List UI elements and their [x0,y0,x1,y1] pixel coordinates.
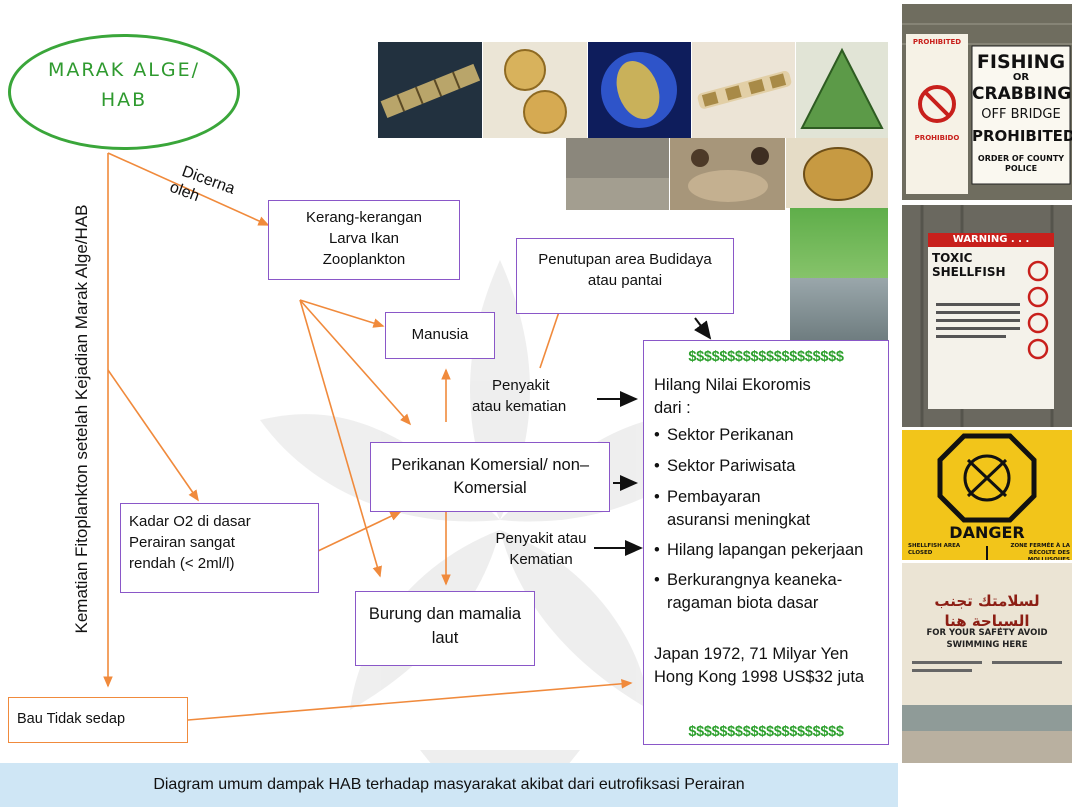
eco-item: Sektor Perikanan [654,424,884,447]
sign-or: OR [972,72,1070,83]
toxic-shellfish-sign: WARNING . . . TOXIC SHELLFISH [902,205,1072,427]
sign-crabbing: CRABBING [972,84,1070,104]
dollars-top: $$$$$$$$$$$$$$$$$$$$ [644,346,888,369]
perikanan-line2: Komersial [371,477,609,500]
eco-japan: Japan 1972, 71 Milyar Yen [654,643,884,666]
box-bau: Bau Tidak sedap [8,697,188,743]
sign-arabic: لسلامتك تجنب السباحة هنا [906,591,1068,631]
kadar-line2: Perairan sangat [129,532,318,553]
kerang-line3: Zooplankton [269,249,459,270]
penyakit1-line2: atau kematian [472,396,607,417]
box-kerang: Kerang-kerangan Larva Ikan Zooplankton [268,200,460,280]
sign-danger: DANGER [902,524,1072,542]
sea-photo [790,278,888,340]
eco-title1: Hilang Nilai Ekoromis [654,374,884,397]
box-burung: Burung dan mamalia laut [355,591,535,666]
eco-item-cont: ragaman biota dasar [654,592,884,615]
sign-warning: WARNING . . . [928,234,1054,246]
microalgae-photo-3 [588,42,691,138]
kadar-line1: Kadar O2 di dasar [129,511,318,532]
microalgae-photo-2 [483,42,587,138]
burung-line1: Burung dan mamalia [356,602,534,626]
eco-item: Pembayaran [654,486,884,509]
sign-shellfish: SHELLFISH [932,265,1022,279]
beach-photo [566,138,669,210]
penyakit2-line1: Penyakit atau [476,528,606,549]
kadar-line3: rendah (< 2ml/l) [129,553,318,574]
sign-avoid-swimming: FOR YOUR SAFETY AVOID SWIMMING HERE [906,627,1068,651]
penyakit-label-1: Penyakit atau kematian [472,375,607,417]
fishing-prohibited-sign: PROHIBITED PROHIBIDO FISHING OR CRABBING… [902,4,1072,200]
microalgae-photo-1 [378,42,482,138]
green-water-photo [790,208,888,278]
box-penutupan: Penutupan area Budidaya atau pantai [516,238,734,314]
penyakit1-line1: Penyakit [472,375,607,396]
kerang-line1: Kerang-kerangan [269,207,459,228]
box-kadar: Kadar O2 di dasar Perairan sangat rendah… [120,503,319,593]
eco-item: Berkurangnya keaneka- [654,569,884,592]
eco-item: Hilang lapangan pekerjaan [654,539,884,562]
danger-sign: DANGER SHELLFISH AREA CLOSED ZONE FERMÉE… [902,430,1072,560]
sign-county: ORDER OF COUNTY POLICE [972,154,1070,174]
people-photo [670,138,785,210]
kerang-line2: Larva Ikan [269,228,459,249]
penutupan-line1: Penutupan area Budidaya [517,249,733,270]
burung-line2: laut [356,626,534,650]
box-manusia: Manusia [385,312,495,359]
box-perikanan: Perikanan Komersial/ non– Komersial [370,442,610,512]
avoid-swimming-sign: لسلامتك تجنب السباحة هنا FOR YOUR SAFETY… [902,563,1072,763]
economic-loss-box: $$$$$$$$$$$$$$$$$$$$ Hilang Nilai Ekorom… [643,340,889,745]
footer-caption: Diagram umum dampak HAB terhadap masyara… [0,763,898,807]
eco-item-cont: asuransi meningkat [654,509,884,532]
sign-off-bridge: OFF BRIDGE [972,107,1070,123]
penyakit2-line2: Kematian [476,549,606,570]
penutupan-line2: atau pantai [517,270,733,291]
microalgae-photo-6 [786,138,888,208]
sign-small-1: PROHIBITED [908,38,966,46]
sign-area-closed: SHELLFISH AREA CLOSED [908,543,984,557]
sign-zone-fermee: ZONE FERMÉE À LA RÉCOLTE DES MOLLUSQUES [994,543,1070,560]
dollars-bottom: $$$$$$$$$$$$$$$$$$$$ [644,721,888,744]
eco-title2: dari : [654,397,884,420]
sign-small-2: PROHIBIDO [908,134,966,142]
perikanan-line1: Perikanan Komersial/ non– [371,454,609,477]
microalgae-photo-4 [692,42,795,138]
sign-fishing: FISHING [972,52,1070,72]
eco-item: Sektor Pariwisata [654,455,884,478]
sign-prohibited: PROHIBITED [972,126,1070,146]
eco-hongkong: Hong Kong 1998 US$32 juta [654,666,884,689]
sign-toxic: TOXIC [932,251,1022,265]
penyakit-label-2: Penyakit atau Kematian [476,528,606,570]
microalgae-photo-5 [796,42,888,138]
